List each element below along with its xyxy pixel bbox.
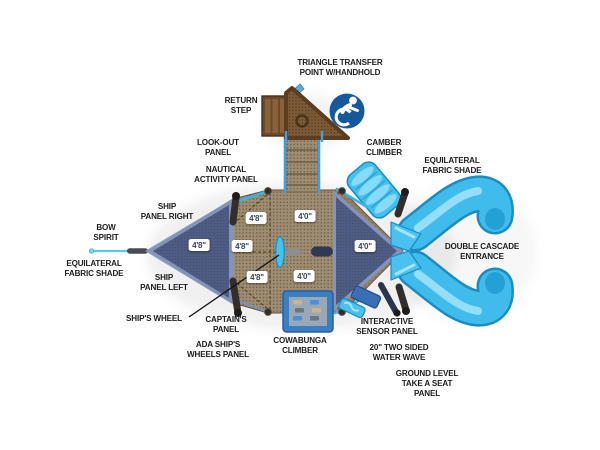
- label-ships-wheel: SHIP'S WHEEL: [126, 313, 182, 323]
- label-double-cascade-entrance: DOUBLE CASCADE ENTRANCE: [444, 241, 520, 262]
- sensor-post-cap: [393, 309, 401, 317]
- label-interactive-sensor-panel: INTERACTIVE SENSOR PANEL: [356, 316, 418, 337]
- label-ship-panel-left: SHIP PANEL LEFT: [140, 272, 188, 293]
- accessibility-icon: [329, 93, 365, 129]
- post-caps: [232, 188, 410, 317]
- label-ground-level-take-a-seat-panel: GROUND LEVEL TAKE A SEAT PANEL: [395, 368, 459, 399]
- dimension-badge-right: 4'0": [354, 240, 376, 252]
- label-ada-ships-wheels-panel: ADA SHIP'S WHEELS PANEL: [187, 339, 249, 360]
- interactive-sensor-panel-shape: [350, 285, 382, 309]
- dimension-badge-bottom-left: 4'8": [246, 271, 268, 283]
- cowabunga-climber-shape: [282, 290, 334, 333]
- dimension-badge-bottom-center: 4'0": [293, 270, 315, 282]
- triangle-transfer-deck: [284, 83, 350, 142]
- label-equilateral-fabric-shade-left: EQUILATERAL FABRIC SHADE: [64, 258, 124, 279]
- label-camber-climber: CAMBER CLIMBER: [366, 137, 402, 158]
- label-cowabunga-climber: COWABUNGA CLIMBER: [273, 335, 327, 356]
- label-two-sided-water-wave: 20" TWO SIDED WATER WAVE: [369, 342, 429, 363]
- ships-wheel-shape: [275, 236, 333, 268]
- sensor-panel-post: [378, 282, 399, 315]
- label-nautical-activity-panel: NAUTICAL ACTIVITY PANEL: [194, 164, 258, 185]
- label-bow-spirit: BOW SPIRIT: [93, 222, 119, 243]
- dimension-badge-bow: 4'8": [188, 239, 210, 251]
- dimension-badge-mid-left: 4'8": [231, 240, 253, 252]
- camber-climber-shape: [346, 161, 402, 219]
- bridge-ramp: [283, 136, 321, 193]
- dimension-badge-top-left: 4'8": [245, 212, 267, 224]
- label-return-step: RETURN STEP: [224, 95, 258, 116]
- label-ship-panel-right: SHIP PANEL RIGHT: [140, 201, 194, 222]
- ships-wheel-leader-line: [188, 254, 280, 318]
- label-equilateral-fabric-shade-right: EQUILATERAL FABRIC SHADE: [422, 155, 482, 176]
- label-captains-panel: CAPTAIN'S PANEL: [205, 314, 247, 335]
- label-triangle-transfer-point: TRIANGLE TRANSFER POINT W/HANDHOLD: [297, 57, 383, 78]
- label-look-out-panel: LOOK-OUT PANEL: [197, 137, 239, 158]
- bow-spirit-pole: [88, 248, 148, 254]
- water-wave-shape: [338, 297, 366, 319]
- return-step-deck: [261, 95, 287, 137]
- slide-entrance: [390, 221, 422, 281]
- fabric-shade-left: [145, 198, 234, 305]
- deck-corner-posts: [264, 187, 346, 316]
- double-cascade-slides: [396, 175, 514, 327]
- dimension-badge-top-center: 4'0": [294, 210, 316, 222]
